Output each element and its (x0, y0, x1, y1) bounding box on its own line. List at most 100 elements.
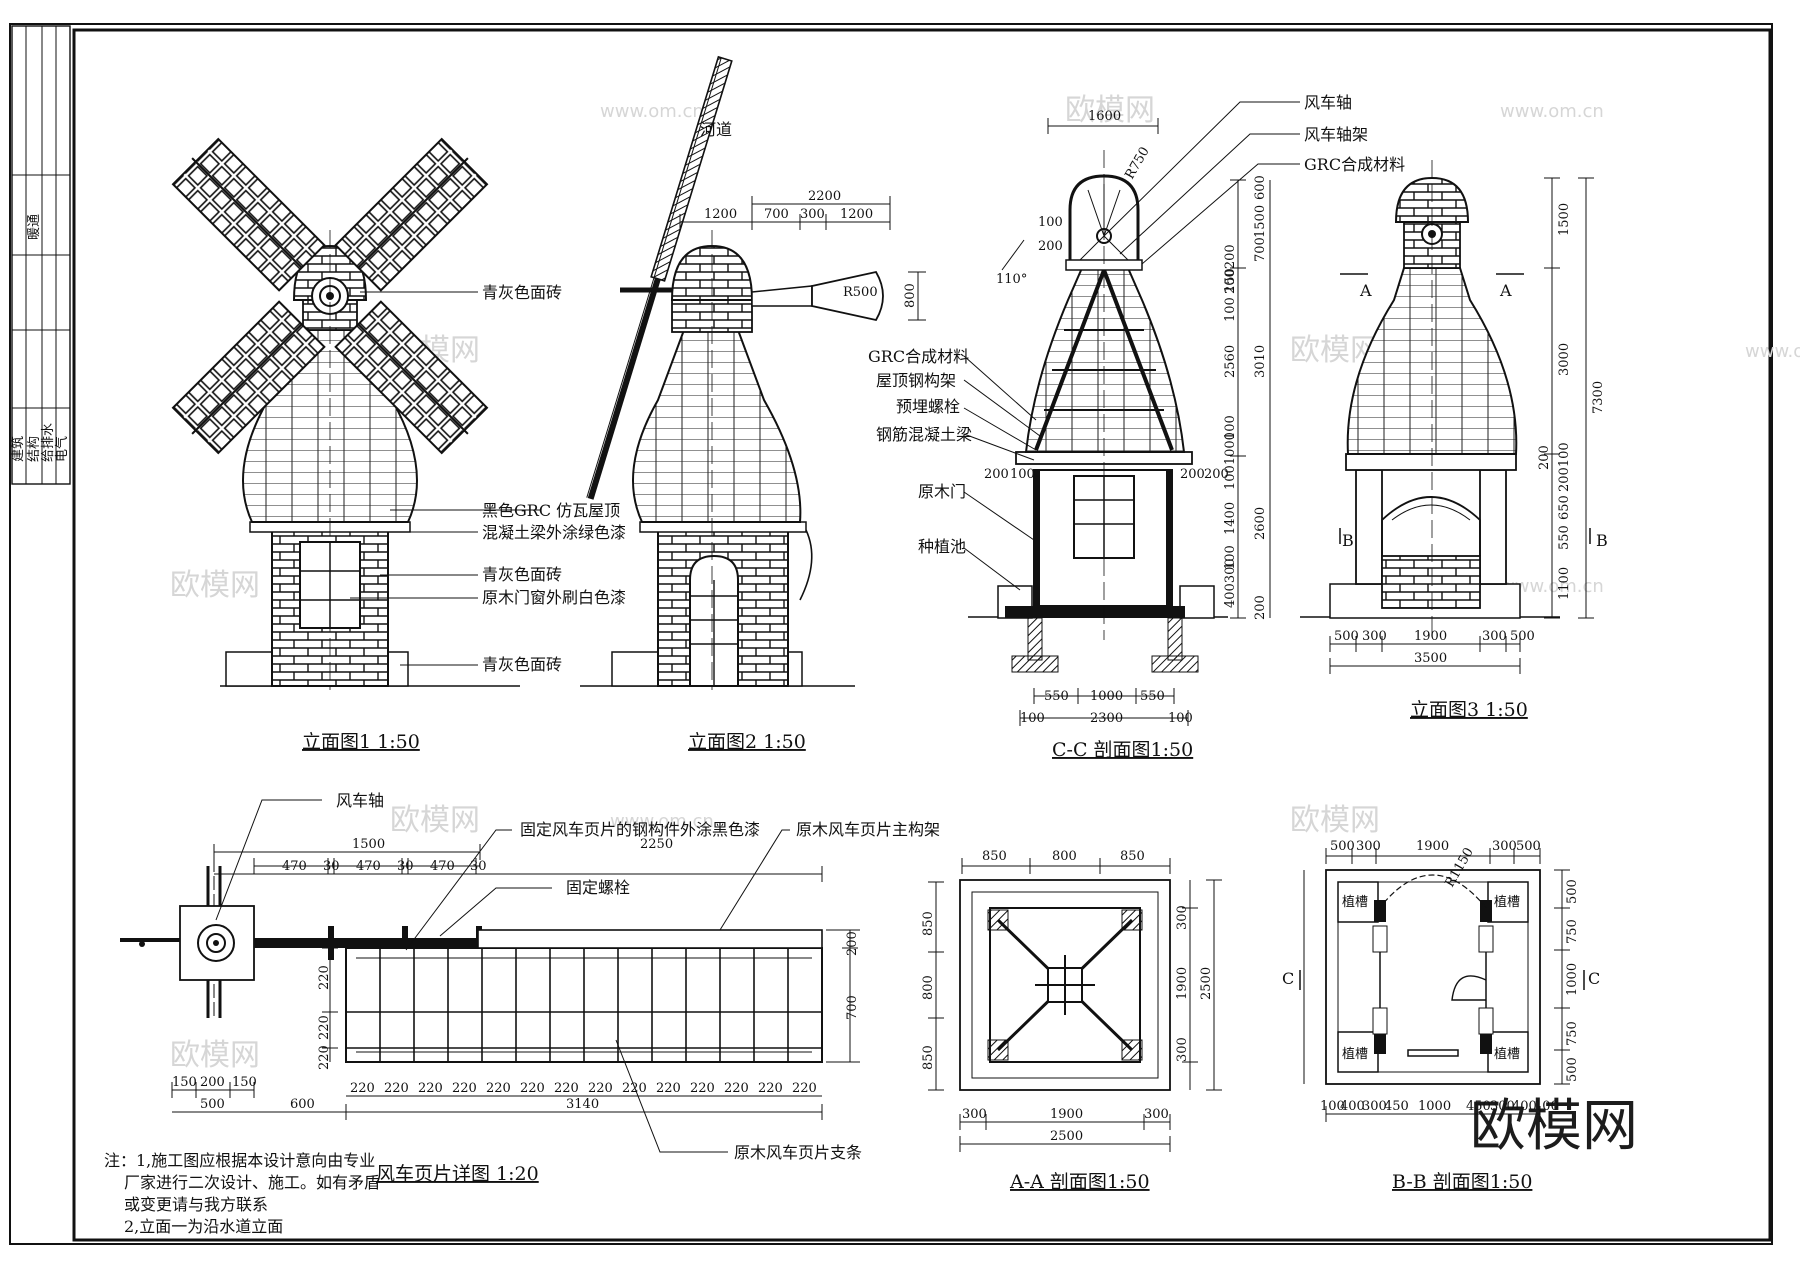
dim-text: 300 (1362, 629, 1387, 644)
watermark-logo: 欧模网 (170, 1038, 260, 1073)
dim-text: 450 (1466, 1099, 1491, 1114)
blade-detail: 风车轴 固定风车页片的钢构件外涂黑色漆 原木风车页片主构架 固定螺栓 原木风车页… (120, 791, 940, 1185)
dim-text: 300 (1144, 1107, 1169, 1122)
dim-text: 800 (921, 975, 936, 1000)
section-mark: A (1359, 281, 1372, 300)
planter-label: 植槽 (1494, 895, 1520, 910)
dim-text: 300 (1482, 629, 1507, 644)
dim-text: 550 (1044, 689, 1069, 704)
label-part: 钢筋混凝土梁 (876, 425, 972, 444)
watermark-logo-large: 欧模网 (1470, 1094, 1638, 1159)
dim-text: 500 (1565, 1057, 1580, 1082)
label-part: 预埋螺栓 (896, 397, 960, 416)
dim-text: 300 (1175, 1037, 1190, 1062)
dim-text: 220 (350, 1081, 375, 1096)
watermark-url: www.om.cn (600, 101, 704, 122)
dim-text: 300 (1492, 839, 1517, 854)
section-mark: A (1499, 281, 1512, 300)
label-material: 青灰色面砖 (482, 283, 562, 302)
dim-text: 1900 (1414, 629, 1447, 644)
dim-text: 30 (323, 859, 340, 874)
label-part: 原木门 (918, 482, 966, 501)
dim-text: 100 (1223, 545, 1238, 570)
dim-text: 200 (984, 467, 1009, 482)
dim-text: 1000 (1090, 689, 1123, 704)
dim-text: 500 (200, 1097, 225, 1112)
dim-text: 200 (845, 931, 860, 956)
dim-text: R500 (843, 285, 878, 300)
dim-text: 1001000 (1223, 432, 1238, 490)
dim-text: 500 (1334, 629, 1359, 644)
dim-text: 100 (1168, 711, 1193, 726)
watermark-logo: 欧模网 (170, 568, 260, 603)
dim-text: 1400 (1223, 502, 1238, 535)
dim-text: 1200 (840, 207, 873, 222)
label-material: 原木门窗外刷白色漆 (482, 588, 626, 607)
section-bb: 植槽 植槽 植槽 植槽 R1150 C C 500 300 1900 300 5… (1282, 839, 1600, 1193)
dim-text: 100 150 (1223, 268, 1238, 322)
dim-text: 1500 (1557, 203, 1572, 236)
dim-text: 220 (317, 1015, 332, 1040)
planter-label: 植槽 (1494, 1047, 1520, 1062)
dim-text: 200 (200, 1075, 225, 1090)
dim-text: 300 (800, 207, 825, 222)
general-notes: 注：1,施工图应根据本设计意向由专业 厂家进行二次设计、施工。如有矛盾 或变更请… (104, 1151, 380, 1236)
dim-text: 200 (1038, 239, 1063, 254)
section-aa: 850 800 850 300 1900 300 2500 850 800 85… (921, 849, 1222, 1193)
dim-text: 850 (921, 1045, 936, 1070)
dim-text: 220 (317, 965, 332, 990)
dim-text: 220 (486, 1081, 511, 1096)
dim-text: 500 (1510, 629, 1535, 644)
dim-text: 1600 (1088, 109, 1121, 124)
dim-text: 1200 (704, 207, 737, 222)
dim-text: 300 (1490, 1099, 1515, 1114)
dim-text: 220 (554, 1081, 579, 1096)
dim-text: 800 (1052, 849, 1077, 864)
dim-text: 850 (982, 849, 1007, 864)
dim-text: 1000 (1418, 1099, 1451, 1114)
dim-text: 2560 (1223, 345, 1238, 378)
dim-text: 100 (1320, 1099, 1345, 1114)
dim-text: 400300 (1223, 558, 1238, 608)
dim-text: 220 (656, 1081, 681, 1096)
dim-text: 400 (1512, 1099, 1537, 1114)
dim-text: 220 (452, 1081, 477, 1096)
dim-text: 150 (232, 1075, 257, 1090)
dim-text: 200 (1253, 595, 1268, 620)
dim-text: 100 (1534, 1099, 1559, 1114)
dim-text: 100 (1038, 215, 1063, 230)
dim-text: 600 (290, 1097, 315, 1112)
dim-text: 450 (1384, 1099, 1409, 1114)
label-part: 固定风车页片的钢构件外涂黑色漆 (520, 820, 760, 839)
dim-text: 220 (690, 1081, 715, 1096)
dim-text: 220 (588, 1081, 613, 1096)
note-line: 厂家进行二次设计、施工。如有矛盾 (124, 1173, 380, 1192)
section-mark: B (1596, 531, 1608, 550)
dim-text: 220 (724, 1081, 749, 1096)
label-material: 青灰色面砖 (482, 655, 562, 674)
dim-text: 500 (1330, 839, 1355, 854)
view-title: B-B 剖面图1:50 (1392, 1171, 1532, 1193)
label-part: 屋顶钢构架 (876, 371, 956, 390)
dim-text: 1900 (1050, 1107, 1083, 1122)
title-block: 建筑 结构 给排水 电气 暖通 (10, 25, 71, 485)
dim-text: 3010 (1253, 345, 1268, 378)
dim-text: 300 (1175, 905, 1190, 930)
label-part: 原木风车页片支条 (734, 1143, 862, 1162)
dim-text: 1100 (1557, 567, 1572, 600)
view-title: 立面图2 1:50 (688, 731, 806, 753)
dim-text: 700 (1253, 237, 1268, 262)
watermark-url: www.om.cn (1500, 101, 1604, 122)
dim-text: 100 (1223, 415, 1238, 440)
label-part: 风车轴 (1304, 93, 1352, 112)
label-part: 风车轴架 (1304, 125, 1368, 144)
view-title: A-A 剖面图1:50 (1009, 1171, 1150, 1193)
section-mark: B (1342, 531, 1354, 550)
dim-text: 30 (397, 859, 414, 874)
title-block-cell: 建筑 (10, 436, 26, 462)
dim-text: 200 (1204, 467, 1229, 482)
note-line: 注：1,施工图应根据本设计意向由专业 (104, 1151, 375, 1170)
dim-text: 200200 (1223, 244, 1238, 294)
